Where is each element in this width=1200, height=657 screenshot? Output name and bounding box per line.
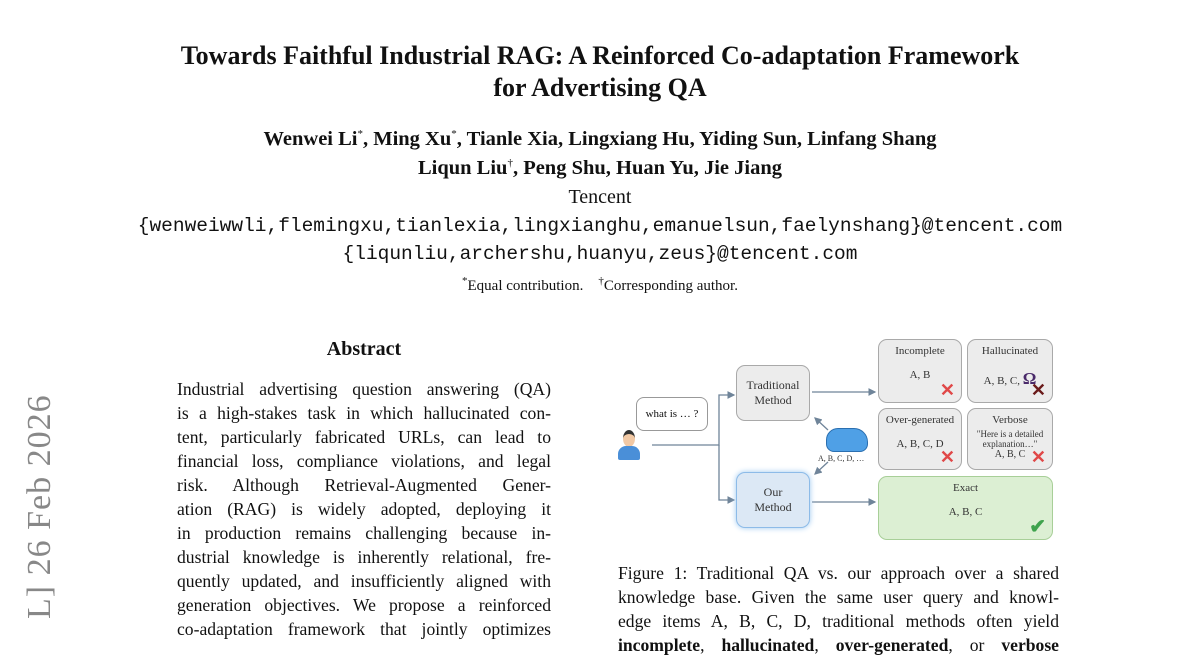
figure-1: what is … ? Traditional Method Our Metho… [600,330,1080,550]
outcome-label: Hallucinated [981,345,1039,357]
author-mark: * [451,128,457,141]
traditional-label: Traditional Method [746,378,800,407]
author-name: Jie Jiang [703,157,783,179]
arxiv-stamp: L] 26 Feb 2026 [21,394,58,619]
outcome-value: A, B, C, D [896,438,944,450]
author-name: Lingxiang Hu [568,128,690,150]
author-name: Ming Xu [373,128,452,150]
paper-title-line-1: Towards Faithful Industrial RAG: A Reinf… [180,41,1020,70]
caption-fragment: , or [948,635,1002,655]
abstract-line: tent, particularly fabricated URLs, can … [177,427,551,447]
author-name: Liqun Liu [417,157,508,179]
user-icon [618,430,640,462]
outcome-verbose: Verbose "Here is a detailed explanation…"… [967,408,1053,470]
caption-fragment: incomplete [618,635,701,655]
author-name: Huan Yu [616,157,694,179]
caption-line: knowledge base. Given the same user quer… [618,587,1059,607]
traditional-method-box: Traditional Method [736,365,810,421]
abstract-line: risk. Although Retrieval-Augmented Gener… [177,475,551,495]
abstract-line: Industrial advertising question answerin… [177,379,551,399]
abstract-heading: Abstract [326,338,402,360]
authors-line-2: Liqun Liu†, Peng Shu, Huan Yu, Jie Jiang [417,157,783,179]
caption-fragment: verbose [1001,635,1059,655]
outcome-label: Verbose [992,414,1028,426]
ours-label: Our Method [754,485,792,514]
emails-line-1: {wenweiwwli,flemingxu,tianlexia,lingxian… [137,215,1063,237]
abstract-line: ation (RAG) is widely adopted, deploying… [177,499,551,519]
cross-icon: ✕ [939,380,955,400]
author-mark: * [357,128,363,141]
kb-items: A, B, C, D, … [818,454,865,463]
abstract-line: in production remains challenging becaus… [177,523,551,543]
abstract-line: dustrial knowledge is inherently relatio… [177,547,551,567]
figure-arrows [652,388,877,506]
footnote-corr: Corresponding author. [603,278,738,294]
author-mark: † [507,157,513,170]
abstract-line: financial loss, compliance violations, a… [177,451,551,471]
knowledge-base-cloud-icon [826,428,868,452]
check-icon: ✔ [1029,516,1046,538]
abstract-line: quently updated, and insufficiently alig… [177,571,551,591]
caption-line: Figure 1: Traditional QA vs. our approac… [618,563,1059,583]
cross-icon: ✕ [1030,380,1046,400]
query-bubble: what is … ? [636,397,708,431]
footnote-equal: Equal contribution. [467,278,584,294]
emails-line-2: {liqunliu,archershu,huanyu,zeus}@tencent… [342,243,858,265]
outcome-label: Incomplete [895,345,945,357]
outcome-quote: "Here is a detailed explanation…" [976,429,1044,449]
figure-caption: Figure 1: Traditional QA vs. our approac… [618,561,1059,657]
corr-mark: † [598,275,604,287]
our-method-box: Our Method [736,472,810,528]
cross-icon: ✕ [939,447,955,467]
outcome-label: Exact [952,482,979,494]
caption-line: edge items A, B, C, D, traditional metho… [618,611,1059,631]
footnote: *Equal contribution. †Corresponding auth… [0,275,1200,295]
outcome-value: A, B, C [948,506,983,518]
outcome-label: Over-generated [885,414,955,426]
caption-fragment: over-generated [835,635,949,655]
outcome-value: A, B, C, [983,375,1020,387]
affiliation: Tencent [568,186,632,208]
abstract-line: generation objectives. We propose a rein… [177,595,551,615]
author-name: Tianle Xia [466,128,558,150]
caption-fragment: , [814,635,836,655]
author-name: Linfang Shang [807,128,937,150]
caption-fragment: hallucinated [721,635,815,655]
author-name: Yiding Sun [699,128,797,150]
omega-icon: Ω [1022,369,1037,388]
authors-line-1: Wenwei Li*, Ming Xu*, Tianle Xia, Lingxi… [263,128,937,150]
paper-title-line-2: for Advertising QA [493,73,707,102]
outcome-incomplete: Incomplete A, B ✕ [878,339,962,403]
author-name: Wenwei Li [263,128,358,150]
caption-fragment: , [700,635,722,655]
author-name: Peng Shu [523,157,606,179]
abstract-line: is a high-stakes task in which hallucina… [177,403,551,423]
cross-icon: ✕ [1030,447,1046,467]
caption-line: incomplete, hallucinated, over-generated… [618,633,1059,657]
abstract-body: Industrial advertising question answerin… [177,377,551,641]
abstract-line: co-adaptation framework that jointly opt… [177,619,551,639]
outcome-value: A, B [909,369,931,381]
equal-mark: * [462,275,468,287]
outcome-value: A, B, C [994,449,1026,460]
outcome-over-generated: Over-generated A, B, C, D✕ [878,408,962,470]
outcome-exact: Exact A, B, C ✔ [878,476,1053,540]
outcome-hallucinated: Hallucinated A, B, C, Ω✕ [967,339,1053,403]
query-text: what is … ? [645,408,699,420]
